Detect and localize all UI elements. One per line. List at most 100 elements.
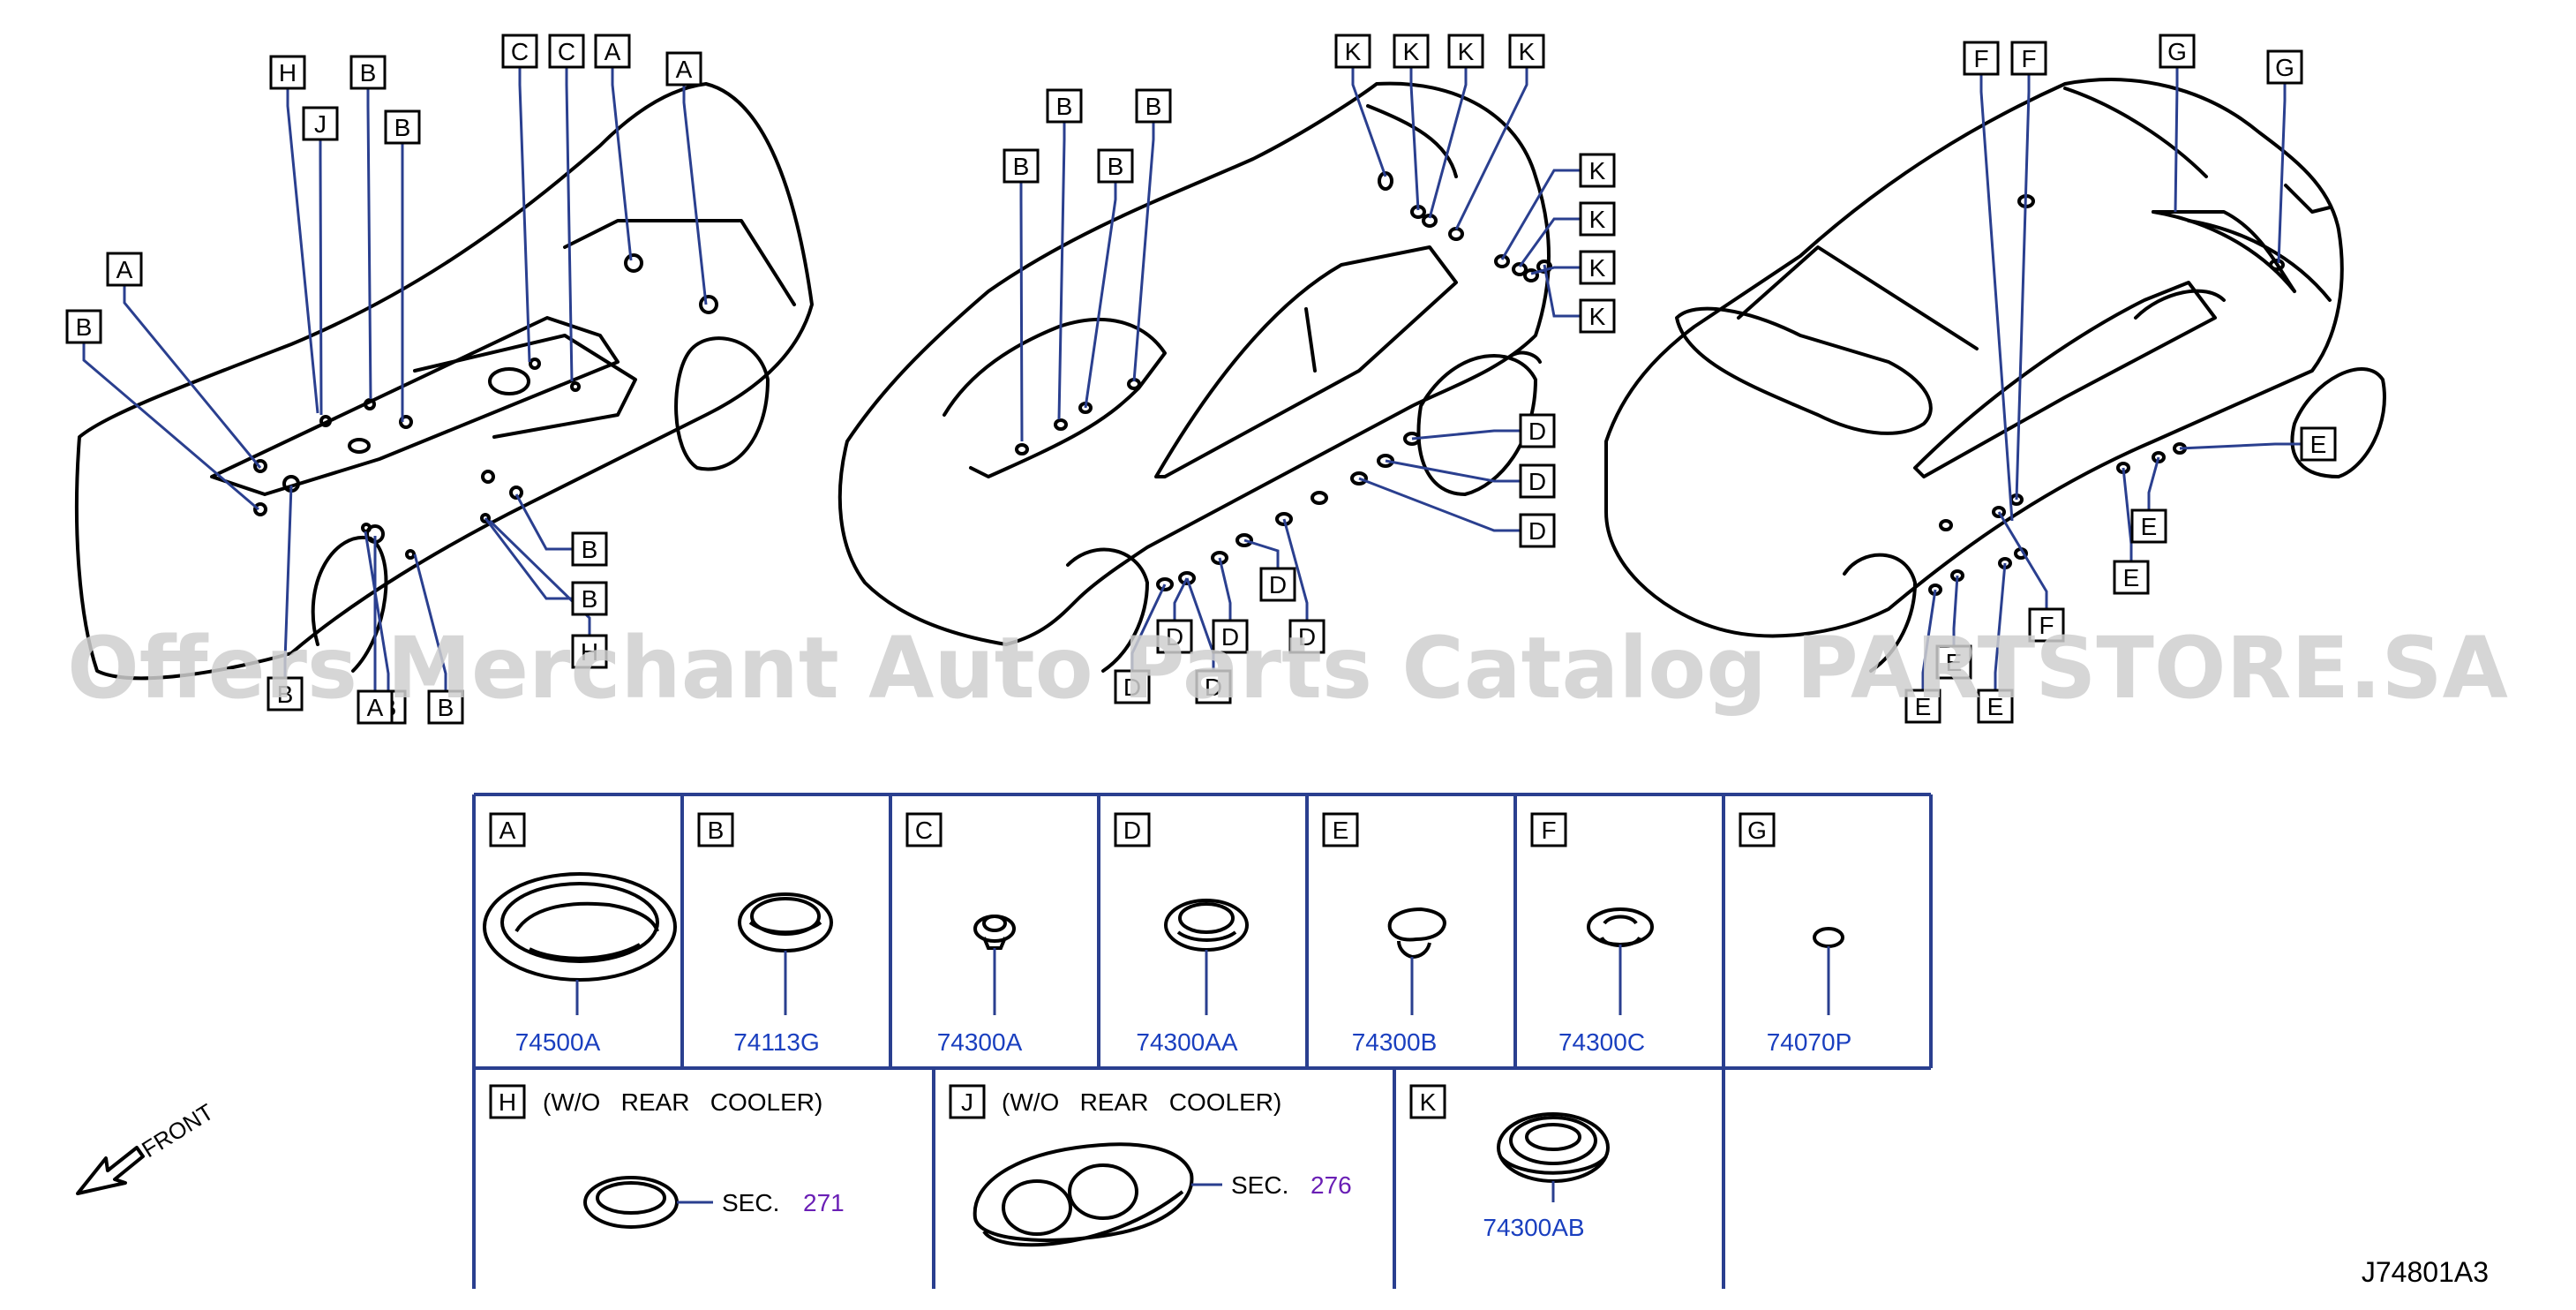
- callout-box: [1519, 513, 1556, 548]
- callout-letter: F: [1973, 45, 1988, 72]
- callout-b[interactable]: B: [1097, 148, 1134, 184]
- leader-line: [1500, 169, 1581, 260]
- table-row-2: H (W/O REAR COOLER) SEC. 271 J (W/O REAR…: [489, 1084, 1610, 1247]
- grommet-k-icon: [1497, 1112, 1610, 1183]
- callout-e[interactable]: E: [2130, 508, 2167, 544]
- cell-d: D 74300AA: [1114, 812, 1249, 1056]
- front-indicator: FRONT: [76, 1098, 218, 1195]
- leader-line: [1518, 217, 1581, 267]
- callout-letter: K: [1589, 254, 1606, 282]
- callout-k[interactable]: K: [1334, 34, 1371, 69]
- callout-k[interactable]: K: [1579, 298, 1616, 334]
- callout-f[interactable]: F: [2028, 607, 2065, 643]
- callout-b[interactable]: B: [65, 309, 102, 344]
- callout-letter: A: [367, 694, 384, 721]
- cell-k-letter: K: [1420, 1088, 1437, 1116]
- callout-box: [1579, 153, 1616, 188]
- callout-a[interactable]: A: [665, 51, 702, 87]
- callout-d[interactable]: D: [1156, 619, 1193, 654]
- callout-box: [1114, 669, 1151, 704]
- callout-e[interactable]: E: [1904, 689, 1941, 724]
- callout-letter: F: [2039, 612, 2054, 639]
- callout-b[interactable]: B: [427, 689, 464, 725]
- leader-line: [364, 531, 390, 691]
- leader-line: [1952, 575, 1959, 646]
- callout-letter: K: [1589, 206, 1606, 233]
- callout-letter: B: [1013, 153, 1030, 180]
- cell-g-letter: G: [1747, 817, 1767, 844]
- leader-line: [682, 85, 708, 305]
- leader-line: [611, 67, 633, 261]
- callout-b[interactable]: B: [1135, 88, 1172, 124]
- callout-box: [1579, 201, 1616, 237]
- callout-a[interactable]: A: [106, 252, 143, 287]
- cell-j-sec-number[interactable]: 276: [1311, 1171, 1352, 1199]
- callout-h[interactable]: H: [571, 634, 608, 669]
- cell-h-sec-number[interactable]: 271: [803, 1189, 845, 1216]
- callout-b[interactable]: B: [1003, 148, 1040, 184]
- callout-box: [2300, 426, 2337, 462]
- callout-d[interactable]: D: [1519, 513, 1556, 548]
- callout-j[interactable]: J: [302, 106, 339, 141]
- callout-e[interactable]: E: [2113, 560, 2150, 595]
- callout-box: [2159, 34, 2196, 69]
- callout-e[interactable]: E: [2300, 426, 2337, 462]
- callout-letter: K: [1519, 38, 1536, 65]
- callout-e[interactable]: E: [1977, 689, 2014, 724]
- callout-g[interactable]: G: [2159, 34, 2196, 69]
- leader-line: [286, 88, 319, 414]
- callout-k[interactable]: K: [1579, 153, 1616, 188]
- leader-line: [1530, 266, 1581, 275]
- callout-k[interactable]: K: [1579, 201, 1616, 237]
- callout-h[interactable]: H: [269, 55, 306, 90]
- callout-b[interactable]: B: [571, 581, 608, 616]
- callout-letter: F: [2021, 45, 2036, 72]
- callout-d[interactable]: D: [1195, 669, 1232, 704]
- callout-letter: B: [394, 114, 411, 141]
- callout-f[interactable]: F: [2010, 41, 2047, 76]
- callout-box: [548, 34, 585, 69]
- leader-line: [1358, 477, 1521, 532]
- grommet-medium-icon: [738, 892, 833, 952]
- callout-b[interactable]: B: [349, 55, 387, 90]
- callout-box: [501, 34, 538, 69]
- callout-k[interactable]: K: [1447, 34, 1484, 69]
- callout-box: [1003, 148, 1040, 184]
- callout-a[interactable]: A: [594, 34, 631, 69]
- callout-b[interactable]: B: [384, 109, 421, 145]
- callout-a[interactable]: A: [357, 689, 394, 725]
- callout-box: [1046, 88, 1083, 124]
- callout-d[interactable]: D: [1114, 669, 1151, 704]
- callout-b[interactable]: B: [267, 676, 304, 711]
- leader-line: [1130, 583, 1167, 671]
- callout-b[interactable]: B: [571, 531, 608, 567]
- part-number-74300a: 74300A: [937, 1028, 1023, 1056]
- left-side-view: [837, 81, 1552, 673]
- callout-letter: G: [2167, 38, 2187, 65]
- callout-letter: D: [1528, 517, 1546, 545]
- callout-f[interactable]: F: [1963, 41, 2000, 76]
- callout-c[interactable]: C: [501, 34, 538, 69]
- leader-line: [1084, 182, 1117, 409]
- callout-d[interactable]: D: [1259, 567, 1296, 602]
- callout-g[interactable]: G: [2266, 49, 2303, 85]
- callout-k[interactable]: K: [1508, 34, 1545, 69]
- leader-line: [1428, 67, 1468, 219]
- callout-k[interactable]: K: [1579, 250, 1616, 285]
- callout-box: [1579, 250, 1616, 285]
- callout-b[interactable]: B: [1046, 88, 1083, 124]
- callout-letter: E: [1915, 693, 1932, 720]
- callout-d[interactable]: D: [1519, 463, 1556, 499]
- callout-box: [106, 252, 143, 287]
- clip-f-icon: [1587, 907, 1654, 947]
- callout-e[interactable]: E: [1935, 644, 1972, 680]
- callout-c[interactable]: C: [548, 34, 585, 69]
- push-clip-icon: [973, 915, 1016, 950]
- leader-line: [565, 67, 574, 382]
- grommet-plug-icon: [1164, 899, 1249, 952]
- callout-d[interactable]: D: [1288, 619, 1326, 654]
- callout-k[interactable]: K: [1393, 34, 1430, 69]
- callout-d[interactable]: D: [1519, 413, 1556, 448]
- callout-d[interactable]: D: [1212, 619, 1249, 654]
- callout-box: [1904, 689, 1941, 724]
